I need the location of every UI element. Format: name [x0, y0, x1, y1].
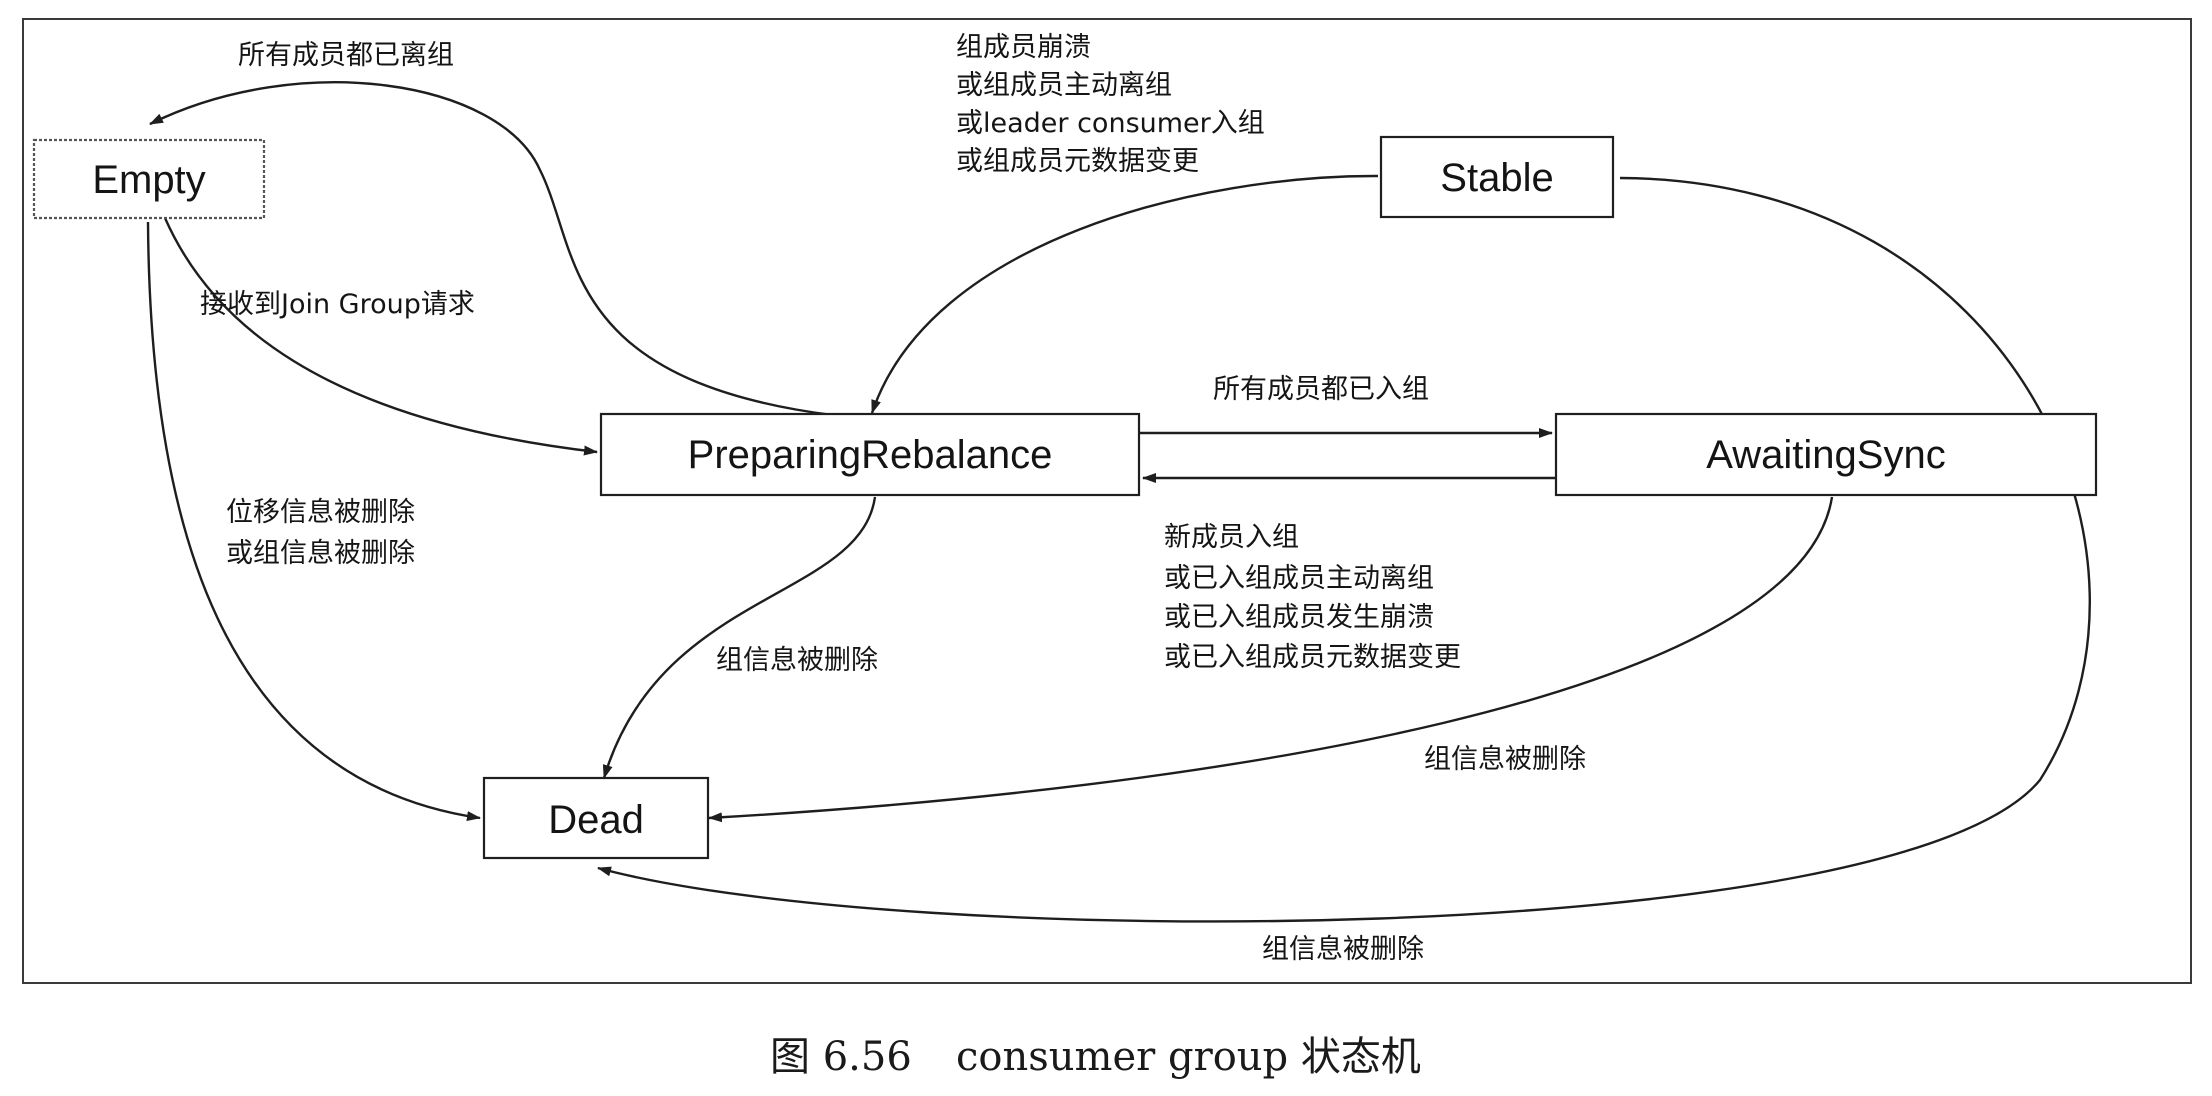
label-line: 所有成员都已入组 [1213, 374, 1429, 405]
label-line: 所有成员都已离组 [238, 40, 454, 71]
state-awaiting-sync-label: AwaitingSync [1706, 433, 1945, 477]
label-line: 或已入组成员主动离组 [1164, 563, 1434, 594]
label-line: 或组信息被删除 [226, 538, 415, 569]
state-dead-label: Dead [548, 798, 644, 842]
label-line: 组信息被删除 [1262, 934, 1424, 965]
figure-title: consumer group 状态机 [956, 1034, 1421, 1080]
state-empty-label: Empty [92, 158, 205, 202]
figure-number: 图 6.56 [770, 1034, 912, 1080]
edge-preparing-to-dead [602, 496, 877, 779]
state-empty: Empty [32, 138, 266, 220]
edge-stable-to-dead [597, 176, 2091, 923]
label-awaiting-to-dead: 组信息被删除 [1424, 744, 1586, 775]
label-line: 新成员入组 [1164, 522, 1299, 553]
label-line: 或组成员主动离组 [956, 70, 1172, 101]
label-line: 接收到Join Group请求 [200, 289, 475, 320]
label-line: 或已入组成员元数据变更 [1164, 642, 1461, 673]
label-line: 组信息被删除 [716, 645, 878, 676]
state-stable-label: Stable [1440, 156, 1553, 200]
state-preparing-rebalance: PreparingRebalance [599, 412, 1141, 497]
label-stable-to-dead: 组信息被删除 [1262, 934, 1424, 965]
label-line: 位移信息被删除 [226, 497, 415, 528]
edge-stable-to-preparing [870, 174, 1379, 414]
label-empty-to-dead: 位移信息被删除 或组信息被删除 [226, 497, 424, 569]
figure-caption: 图 6.56 consumer group 状态机 [770, 1034, 1421, 1080]
label-line: 或组成员元数据变更 [956, 146, 1199, 177]
state-dead: Dead [482, 776, 710, 860]
edge-preparing-to-empty [149, 81, 833, 417]
label-stable-to-preparing: 组成员崩溃 或组成员主动离组 或leader consumer入组 或组成员元数… [956, 32, 1273, 177]
label-awaiting-to-preparing: 新成员入组 或已入组成员主动离组 或已入组成员发生崩溃 或已入组成员元数据变更 [1164, 522, 1461, 673]
state-awaiting-sync: AwaitingSync [1554, 412, 2098, 497]
label-preparing-to-dead: 组信息被删除 [716, 645, 878, 676]
label-line: 或leader consumer入组 [956, 108, 1265, 139]
edge-empty-to-preparing [163, 217, 598, 456]
edge-awaiting-to-dead [708, 496, 1834, 823]
label-line: 或已入组成员发生崩溃 [1164, 602, 1434, 633]
label-preparing-to-awaiting: 所有成员都已入组 [1213, 374, 1429, 405]
label-preparing-to-empty: 所有成员都已离组 [238, 40, 454, 71]
label-line: 组成员崩溃 [956, 32, 1091, 63]
edge-empty-to-dead [146, 221, 481, 822]
label-line: 组信息被删除 [1424, 744, 1586, 775]
state-preparing-rebalance-label: PreparingRebalance [688, 433, 1053, 477]
label-empty-to-preparing: 接收到Join Group请求 [200, 289, 475, 320]
state-stable: Stable [1379, 135, 1615, 219]
